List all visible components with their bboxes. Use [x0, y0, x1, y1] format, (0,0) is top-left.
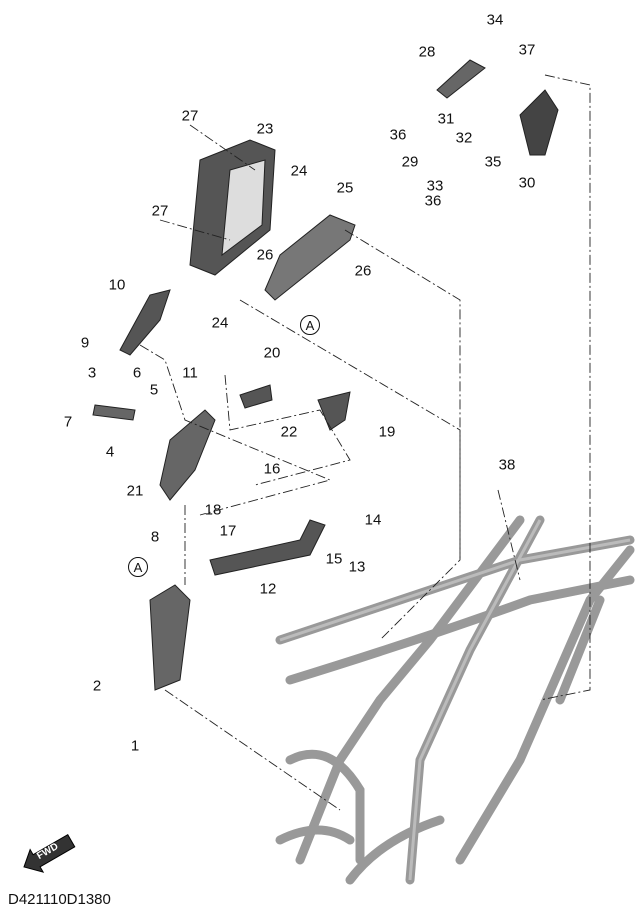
callout-label: 38: [498, 456, 516, 474]
callout-label: 18: [204, 501, 222, 519]
callout-label: 10: [108, 276, 126, 294]
callout-label: 36: [389, 126, 407, 144]
frame-detail: [279, 519, 631, 881]
callout-label: 26: [256, 246, 274, 264]
callout-label: 12: [259, 580, 277, 598]
callout-label: 6: [132, 364, 142, 382]
leader-lines: [139, 74, 591, 811]
reference-mark-a: A: [128, 557, 148, 577]
callout-label: 5: [149, 381, 159, 399]
callout-label: 13: [348, 558, 366, 576]
fwd-arrow: [23, 834, 76, 873]
callout-label: 34: [486, 11, 504, 29]
callout-label: 36: [424, 192, 442, 210]
callout-label: 24: [211, 314, 229, 332]
callout-label: 23: [256, 120, 274, 138]
callout-label: 1: [130, 737, 140, 755]
callout-label: 31: [437, 110, 455, 128]
callout-label: 29: [401, 153, 419, 171]
callout-label: 25: [336, 179, 354, 197]
frame-illustration: [275, 515, 635, 885]
callout-label: 7: [63, 413, 73, 431]
reference-mark-a: A: [300, 315, 320, 335]
callout-label: 9: [80, 334, 90, 352]
part-shapes: [92, 59, 559, 691]
callout-label: 21: [126, 482, 144, 500]
callout-label: 22: [280, 423, 298, 441]
callout-label: 16: [263, 460, 281, 478]
callout-label: 33: [426, 177, 444, 195]
callout-label: 8: [150, 528, 160, 546]
diagram-code: D421110D1380: [8, 891, 111, 908]
callout-label: 27: [151, 202, 169, 220]
callout-label: 28: [418, 43, 436, 61]
callout-label: 35: [484, 153, 502, 171]
callout-label: 15: [325, 550, 343, 568]
callout-label: 30: [518, 174, 536, 192]
callout-label: 17: [219, 522, 237, 540]
callout-label: 2: [92, 677, 102, 695]
callout-label: 26: [354, 262, 372, 280]
callout-label: 24: [290, 162, 308, 180]
callout-label: 20: [263, 344, 281, 362]
callout-label: 11: [182, 364, 198, 382]
callout-label: 32: [455, 129, 473, 147]
callout-label: 14: [364, 511, 382, 529]
callout-label: 37: [518, 41, 536, 59]
callout-label: 27: [181, 107, 199, 125]
callout-label: 4: [105, 443, 115, 461]
callout-label: 3: [87, 364, 97, 382]
callout-label: 19: [378, 423, 396, 441]
